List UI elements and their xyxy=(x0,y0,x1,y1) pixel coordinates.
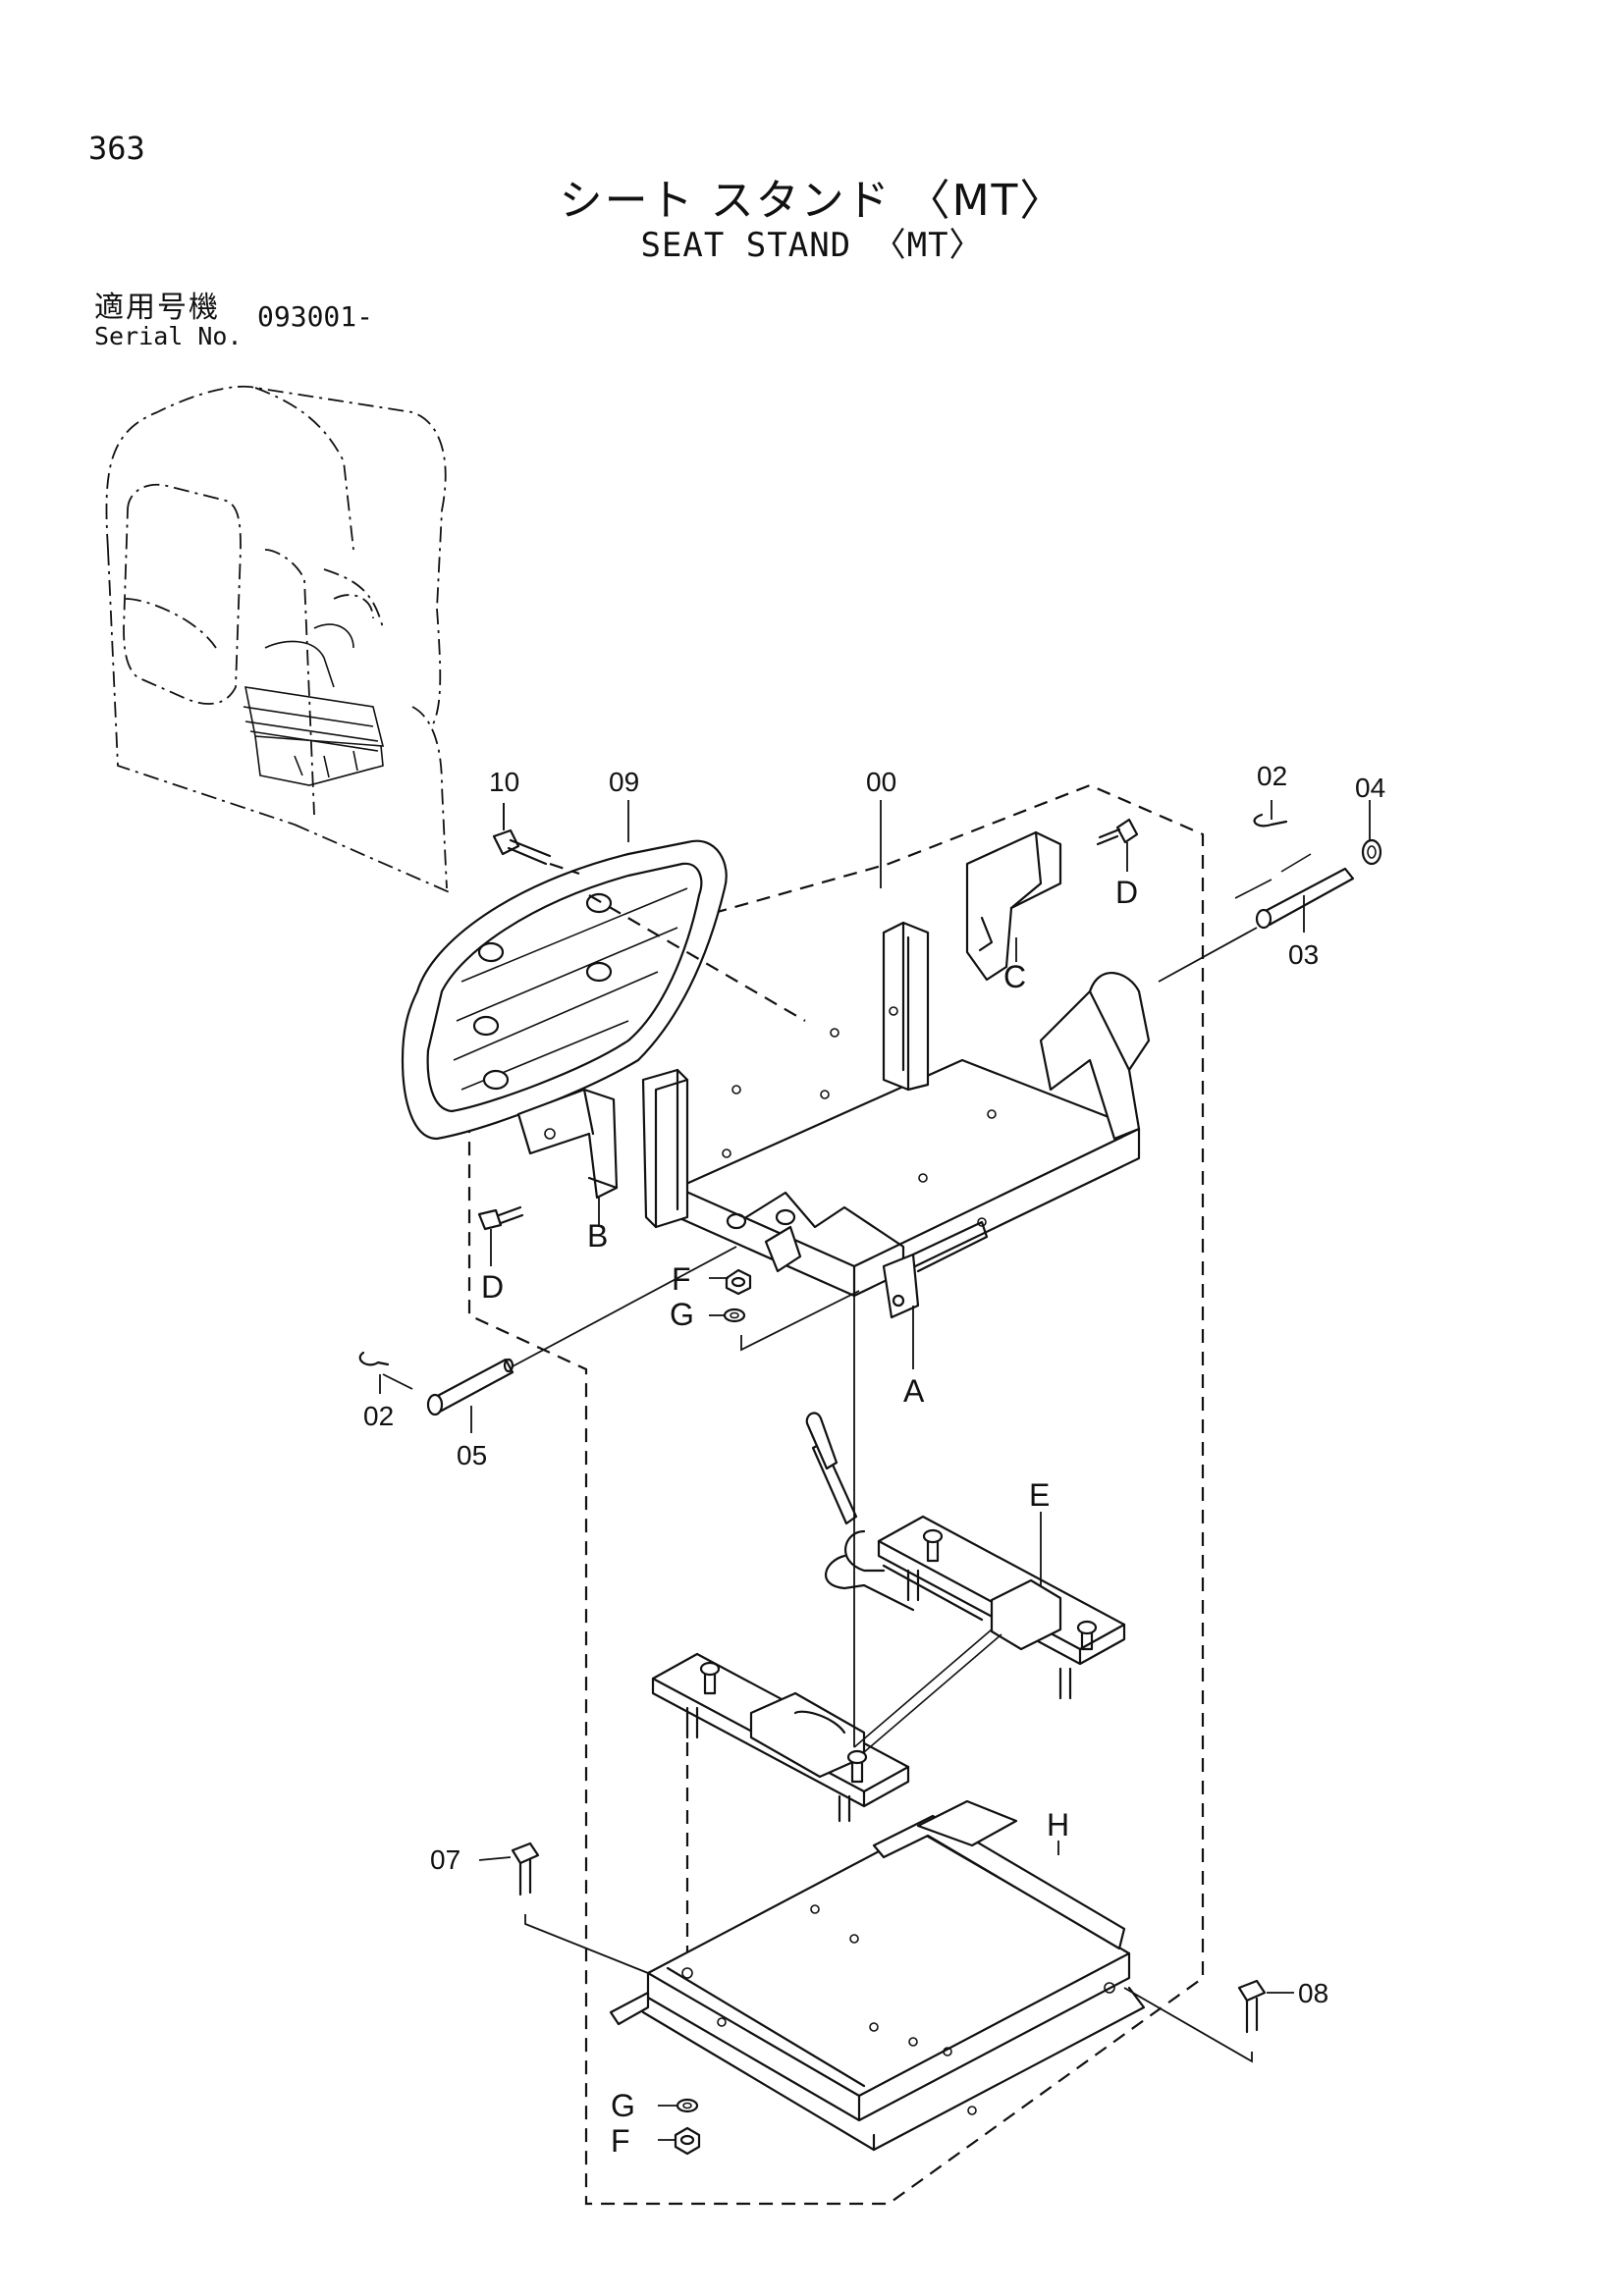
nut-washer-upper xyxy=(723,1268,860,1352)
callout-09: 09 xyxy=(609,767,639,797)
base-frame-h xyxy=(609,1799,1146,2152)
serial-label-english: Serial No. xyxy=(94,322,243,350)
bolt-08 xyxy=(1123,1979,1267,2063)
callout-04: 04 xyxy=(1355,773,1385,803)
assembly-boundary xyxy=(467,783,1205,2206)
callout-07: 07 xyxy=(430,1844,460,1875)
callout-g-lower: G xyxy=(611,2088,635,2123)
callout-c: C xyxy=(1003,959,1026,994)
nut-washer-lower xyxy=(674,2098,701,2156)
cab-locator-illustration xyxy=(105,385,453,894)
seat-stand-frame xyxy=(641,921,1151,1319)
pin-03-assembly xyxy=(1158,813,1382,983)
bolt-10 xyxy=(492,803,806,1022)
callout-g-upper: G xyxy=(670,1297,694,1332)
serial-label-japanese: 適用号機 xyxy=(94,291,220,325)
title-japanese: シート スタンド 〈MT〉 xyxy=(559,176,1065,226)
callout-02-left: 02 xyxy=(363,1401,394,1431)
title-english: SEAT STAND 〈MT〉 xyxy=(640,226,984,265)
callout-10: 10 xyxy=(489,767,519,797)
bracket-c xyxy=(965,830,1062,982)
callout-e: E xyxy=(1029,1477,1050,1513)
callout-f-lower: F xyxy=(611,2123,630,2159)
callout-b: B xyxy=(587,1218,608,1254)
callout-f-upper: F xyxy=(672,1261,691,1297)
leader-lines xyxy=(379,800,1371,2141)
callout-d-top: D xyxy=(1115,875,1138,910)
callout-08: 08 xyxy=(1298,1978,1328,2008)
bolt-07 xyxy=(511,1842,649,1974)
bolts-d xyxy=(477,818,1139,1231)
callout-05: 05 xyxy=(457,1440,487,1470)
callout-a: A xyxy=(903,1373,925,1409)
serial-number-value: 093001- xyxy=(257,300,374,333)
pin-05-assembly xyxy=(358,1246,737,1416)
callout-00: 00 xyxy=(866,767,896,797)
bracket-b xyxy=(516,1088,619,1200)
callout-03: 03 xyxy=(1288,939,1319,970)
callout-02-top: 02 xyxy=(1257,761,1287,791)
seat-rail-e xyxy=(805,1412,1126,1700)
page-number: 363 xyxy=(88,130,145,167)
callout-d-left: D xyxy=(481,1269,504,1305)
seat-rail-left xyxy=(651,1629,1002,1823)
callout-h: H xyxy=(1047,1807,1069,1842)
